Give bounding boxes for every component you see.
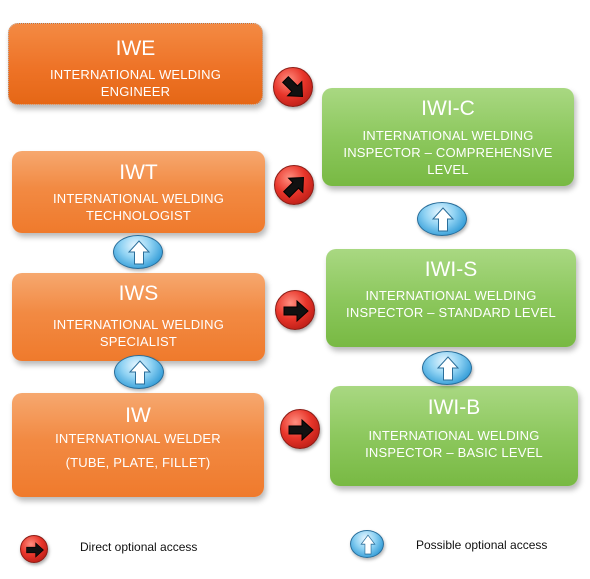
direct-access-arrow-iw (280, 409, 320, 449)
legend-possible-label: Possible optional access (416, 538, 548, 552)
box-iwt-subtitle: INTERNATIONAL WELDING TECHNOLOGIST (52, 191, 225, 223)
possible-access-iws-to-iwt (113, 235, 163, 269)
box-iwi-s: IWI-S INTERNATIONAL WELDING INSPECTOR – … (326, 249, 576, 347)
box-iwt-title: IWT (119, 161, 158, 184)
direct-access-arrow-iwe (273, 67, 313, 107)
legend-direct-icon (20, 535, 48, 563)
box-iw-title: IW (125, 404, 151, 427)
box-iwi-b-subtitle: INTERNATIONAL WELDING INSPECTOR – BASIC … (365, 428, 543, 460)
box-iwi-s-title: IWI-S (424, 258, 478, 281)
box-iwe: IWE INTERNATIONAL WELDING ENGINEER (8, 23, 263, 105)
arrow-right-icon (288, 418, 314, 442)
box-iwe-subtitle: INTERNATIONAL WELDING ENGINEER (49, 67, 222, 99)
box-iw-subtitle-2: (TUBE, PLATE, FILLET) (65, 455, 211, 470)
box-iwi-b-title: IWI-B (427, 396, 481, 419)
direct-access-arrow-iwt (274, 165, 314, 205)
box-iws-subtitle: INTERNATIONAL WELDING SPECIALIST (52, 317, 225, 349)
arrow-down-right-icon (281, 75, 304, 98)
box-iws: IWS INTERNATIONAL WELDING SPECIALIST (12, 273, 265, 361)
box-iwt: IWT INTERNATIONAL WELDING TECHNOLOGIST (12, 151, 265, 233)
box-iw-subtitle: INTERNATIONAL WELDER (55, 431, 221, 446)
arrow-up-right-icon (282, 176, 305, 199)
arrow-right-icon (26, 542, 44, 558)
up-arrow-icon (128, 360, 152, 385)
box-iwi-c-title: IWI-C (421, 97, 475, 120)
box-iwi-c-subtitle: INTERNATIONAL WELDING INSPECTOR – COMPRE… (343, 128, 553, 177)
up-arrow-icon (431, 207, 455, 232)
direct-access-arrow-iws (275, 290, 315, 330)
box-iws-title: IWS (118, 282, 159, 305)
up-arrow-icon (436, 356, 460, 381)
box-iw: IW INTERNATIONAL WELDER (TUBE, PLATE, FI… (12, 393, 264, 497)
legend-direct-label: Direct optional access (80, 540, 198, 554)
possible-access-iw-to-iws (114, 355, 164, 389)
possible-access-iwi-s-to-iwi-c (417, 202, 467, 236)
box-iwi-b: IWI-B INTERNATIONAL WELDING INSPECTOR – … (330, 386, 578, 486)
up-arrow-icon (127, 240, 151, 265)
arrow-right-icon (283, 299, 309, 323)
legend-possible-icon (350, 530, 384, 558)
box-iwi-c: IWI-C INTERNATIONAL WELDING INSPECTOR – … (322, 88, 574, 186)
up-arrow-icon (360, 534, 376, 555)
box-iwi-s-subtitle: INTERNATIONAL WELDING INSPECTOR – STANDA… (346, 288, 556, 320)
possible-access-iwi-b-to-iwi-s (422, 351, 472, 385)
box-iwe-title: IWE (115, 37, 156, 60)
